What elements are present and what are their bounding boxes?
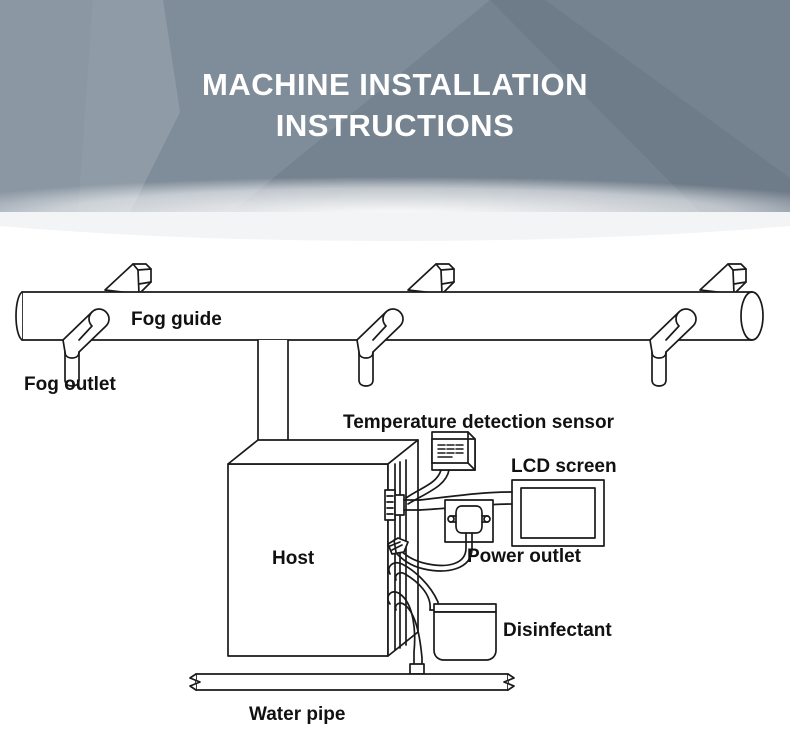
temperature-detection-sensor [405,431,476,505]
fog-outlet-nozzle-1 [62,308,110,387]
label-disinfectant: Disinfectant [503,620,612,641]
power-cord-outer [397,532,467,567]
label-lcd-screen: LCD screen [511,456,617,477]
host-cabinet [227,439,419,657]
disinfectant-hose-inner [394,571,431,611]
fog-guide-left-cap [15,291,23,341]
sensor-cable-outer [405,469,442,499]
label-host: Host [272,548,315,569]
label-fog-outlet: Fog outlet [24,374,116,395]
water-hose-outer [387,591,416,665]
host-port-connector [384,489,421,521]
water-hose-fitting [409,663,425,675]
lcd-screen [419,479,605,547]
banner-background-graphic [0,0,790,212]
water-pipe [189,673,515,691]
fog-guide-top-nozzle-1 [104,263,152,295]
label-fog-guide: Fog guide [131,309,222,330]
lcd-cable-upper [419,491,513,501]
disinfectant-body [433,611,497,661]
fog-guide-pipe [15,263,764,387]
fog-guide-top-nozzle-2 [407,263,455,295]
banner-shadow-curve [0,212,790,241]
banner-bottom-glow [0,150,790,212]
diagram-linework [15,263,764,691]
power-plug-body [455,505,483,534]
installation-diagram: Fog guide Fog outlet Temperature detecti… [0,212,790,744]
label-water-pipe: Water pipe [249,704,345,725]
fog-outlet-nozzle-2 [356,308,404,387]
disinfectant-lid [433,603,497,613]
label-power-outlet: Power outlet [467,546,582,567]
water-feed-hose [387,591,425,675]
sensor-display-lines [437,444,464,458]
lcd-inner-screen [520,487,596,539]
disinfectant-hose-outer [388,561,439,611]
sensor-cable-inner [407,469,450,505]
host-top-face [227,439,419,465]
water-pipe-break-left [189,673,201,691]
power-cord-inner [395,532,473,572]
water-pipe-body [195,673,509,691]
fog-outlet-nozzle-3 [649,308,697,387]
power-outlet [395,499,494,572]
label-temperature-detection-sensor: Temperature detection sensor [343,412,615,433]
water-hose-inner [394,602,423,665]
header-banner: MACHINE INSTALLATION INSTRUCTIONS [0,0,790,212]
cable-clip-connector [387,537,409,555]
disinfectant-container [433,603,497,661]
fog-guide-top-nozzle-3 [699,263,747,295]
water-pipe-break-right [503,673,515,691]
host-front-face [227,463,389,657]
fog-guide-right-cap-ellipse [740,291,764,341]
installation-diagram-svg: Fog guide Fog outlet Temperature detecti… [0,212,790,725]
